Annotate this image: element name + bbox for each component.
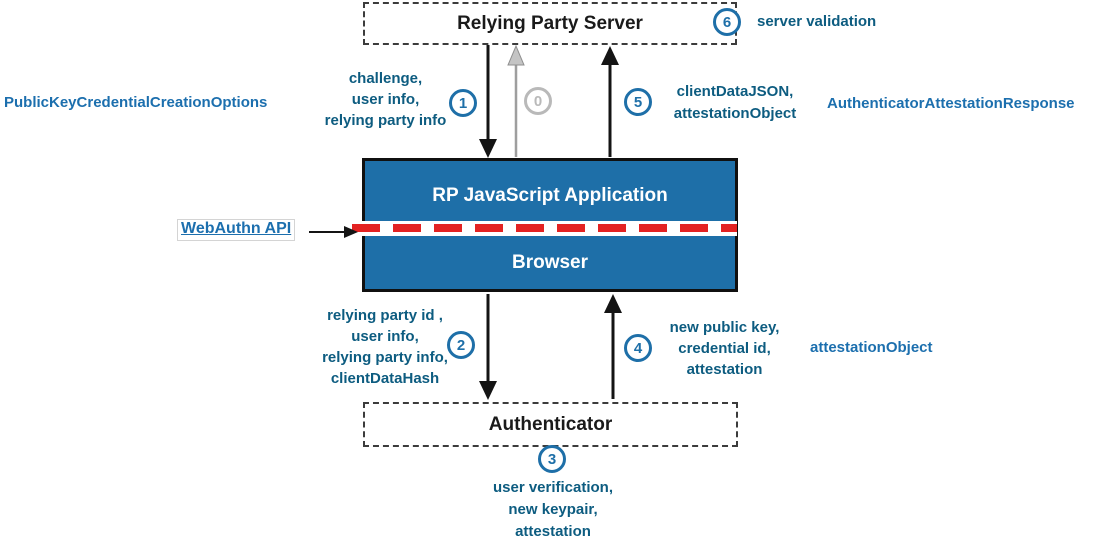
authenticator-box: Authenticator: [363, 402, 738, 447]
step-circle-0: 0: [524, 87, 552, 115]
arrow-step5-up-head: [601, 46, 619, 65]
arrow-step2-down-head: [479, 381, 497, 400]
step-circle-3: 3: [538, 445, 566, 473]
webauthn-api-link[interactable]: WebAuthn API: [177, 219, 296, 241]
webauthn-api-boundary-band: [352, 221, 737, 236]
arrow-step1-down-head: [479, 139, 497, 158]
step5-label: clientDataJSON, attestationObject: [673, 83, 797, 122]
step4-label: new public key, credential id, attestati…: [669, 319, 780, 378]
step-circle-5: 5: [624, 88, 652, 116]
authenticator-title: Authenticator: [488, 413, 613, 435]
step6-label: server validation: [757, 13, 877, 30]
arrow-step0-up-head: [507, 44, 525, 66]
browser-title: Browser: [511, 252, 589, 273]
attestation-object-label: attestationObject: [810, 339, 933, 356]
step-circle-2: 2: [447, 331, 475, 359]
relying-party-server-title: Relying Party Server: [457, 12, 643, 34]
rp-js-application-title: RP JavaScript Application: [432, 185, 668, 206]
step-circle-1: 1: [449, 89, 477, 117]
step1-label: challenge, user info, relying party info: [324, 70, 447, 129]
step2-label: relying party id , user info, relying pa…: [322, 307, 448, 387]
step-circle-4: 4: [624, 334, 652, 362]
arrow-step4-up-head: [604, 294, 622, 313]
relying-party-server-box: Relying Party Server: [363, 2, 737, 45]
webauthn-api-boundary-dashes: [352, 224, 737, 232]
step-circle-6: 6: [713, 8, 741, 36]
public-key-credential-creation-options-label: PublicKeyCredentialCreationOptions: [4, 94, 268, 111]
step3-label: user verification, new keypair, attestat…: [492, 479, 614, 540]
authenticator-attestation-response-label: AuthenticatorAttestationResponse: [827, 95, 1075, 112]
